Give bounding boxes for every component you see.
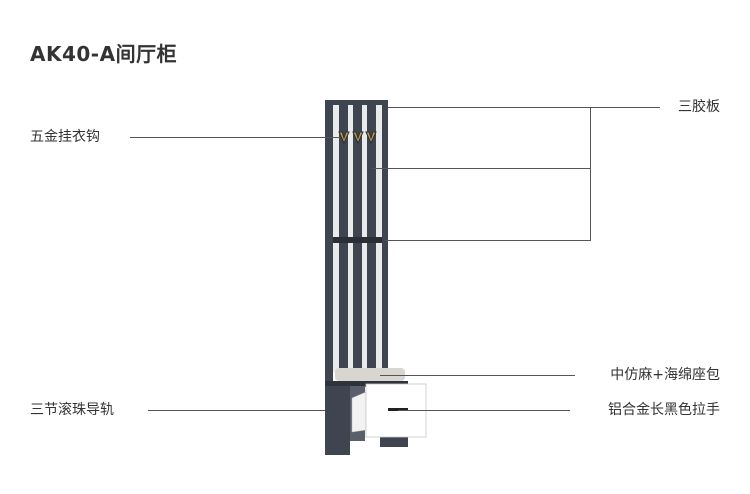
hook-icon bbox=[338, 131, 377, 145]
product-title: AK40-A间厅柜 bbox=[30, 42, 178, 66]
label-handle: 铝合金长黑色拉手 bbox=[608, 402, 720, 418]
left-post bbox=[325, 100, 333, 455]
right-post bbox=[382, 103, 388, 373]
crossbar bbox=[333, 237, 385, 243]
callout-lines bbox=[130, 107, 660, 411]
label-rail: 三节滚珠导轨 bbox=[30, 402, 114, 418]
label-cushion: 中仿麻+海绵座包 bbox=[610, 367, 720, 383]
seat-cushion bbox=[335, 368, 405, 381]
label-board: 三胶板 bbox=[678, 99, 720, 115]
label-hook: 五金挂衣钩 bbox=[30, 129, 100, 145]
drawer-handle bbox=[388, 408, 408, 411]
cabinet-illustration bbox=[325, 100, 427, 455]
